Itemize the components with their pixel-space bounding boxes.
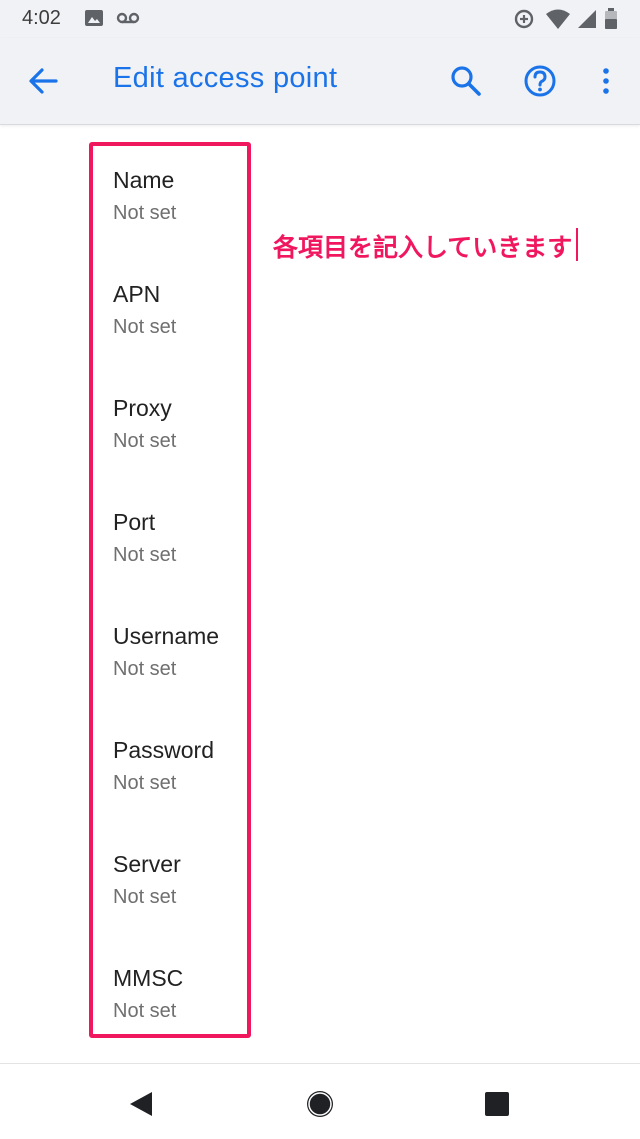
data-saver-icon: [513, 8, 535, 35]
field-mmsc[interactable]: MMSC Not set: [113, 937, 313, 1027]
nav-recents-button[interactable]: [477, 1084, 517, 1124]
field-title: APN: [113, 281, 161, 307]
back-button[interactable]: [24, 61, 64, 101]
recents-square-icon: [485, 1092, 509, 1116]
nav-home-button[interactable]: [300, 1084, 340, 1124]
more-vert-icon: [603, 68, 609, 94]
field-title: Username: [113, 623, 220, 649]
field-title: Name: [113, 167, 175, 193]
arrow-back-icon: [29, 68, 58, 94]
field-title: MMSC: [113, 965, 184, 991]
app-bar: Edit access point: [0, 38, 640, 125]
image-icon: [84, 8, 104, 33]
field-value: Not set: [113, 772, 177, 794]
field-apn[interactable]: APN Not set: [113, 253, 313, 343]
more-options-button[interactable]: [586, 61, 626, 101]
highlight-box: [89, 142, 251, 1038]
field-proxy[interactable]: Proxy Not set: [113, 367, 313, 457]
status-time: 4:02: [22, 7, 61, 29]
nav-back-button[interactable]: [121, 1084, 161, 1124]
search-button[interactable]: [446, 61, 486, 101]
field-port[interactable]: Port Not set: [113, 481, 313, 571]
field-value: Not set: [113, 316, 177, 338]
voicemail-icon: [116, 8, 140, 33]
field-value: Not set: [113, 544, 177, 566]
field-username[interactable]: Username Not set: [113, 595, 313, 685]
content-area: Name Not set APN Not set Proxy Not set P…: [0, 125, 640, 1063]
field-title: Proxy: [113, 395, 172, 421]
home-circle-icon: [307, 1091, 333, 1117]
field-value: Not set: [113, 430, 177, 452]
field-name[interactable]: Name Not set: [113, 139, 313, 229]
field-title: Server: [113, 851, 181, 877]
battery-icon: [604, 8, 618, 35]
back-triangle-icon: [130, 1092, 152, 1116]
signal-icon: [576, 8, 598, 35]
text-caret: [576, 228, 578, 261]
field-value: Not set: [113, 202, 177, 224]
field-server[interactable]: Server Not set: [113, 823, 313, 913]
status-bar: 4:02: [0, 0, 640, 38]
wifi-icon: [545, 8, 571, 35]
annotation-text: 各項目を記入していきます: [273, 233, 573, 262]
help-button[interactable]: [520, 61, 560, 101]
field-value: Not set: [113, 1000, 177, 1022]
page-title: Edit access point: [113, 62, 338, 94]
field-title: Password: [113, 737, 214, 763]
field-value: Not set: [113, 658, 177, 680]
field-password[interactable]: Password Not set: [113, 709, 313, 799]
search-icon: [451, 66, 481, 96]
help-icon: [524, 65, 556, 97]
navigation-bar: [0, 1063, 640, 1139]
field-value: Not set: [113, 886, 177, 908]
field-title: Port: [113, 509, 156, 535]
